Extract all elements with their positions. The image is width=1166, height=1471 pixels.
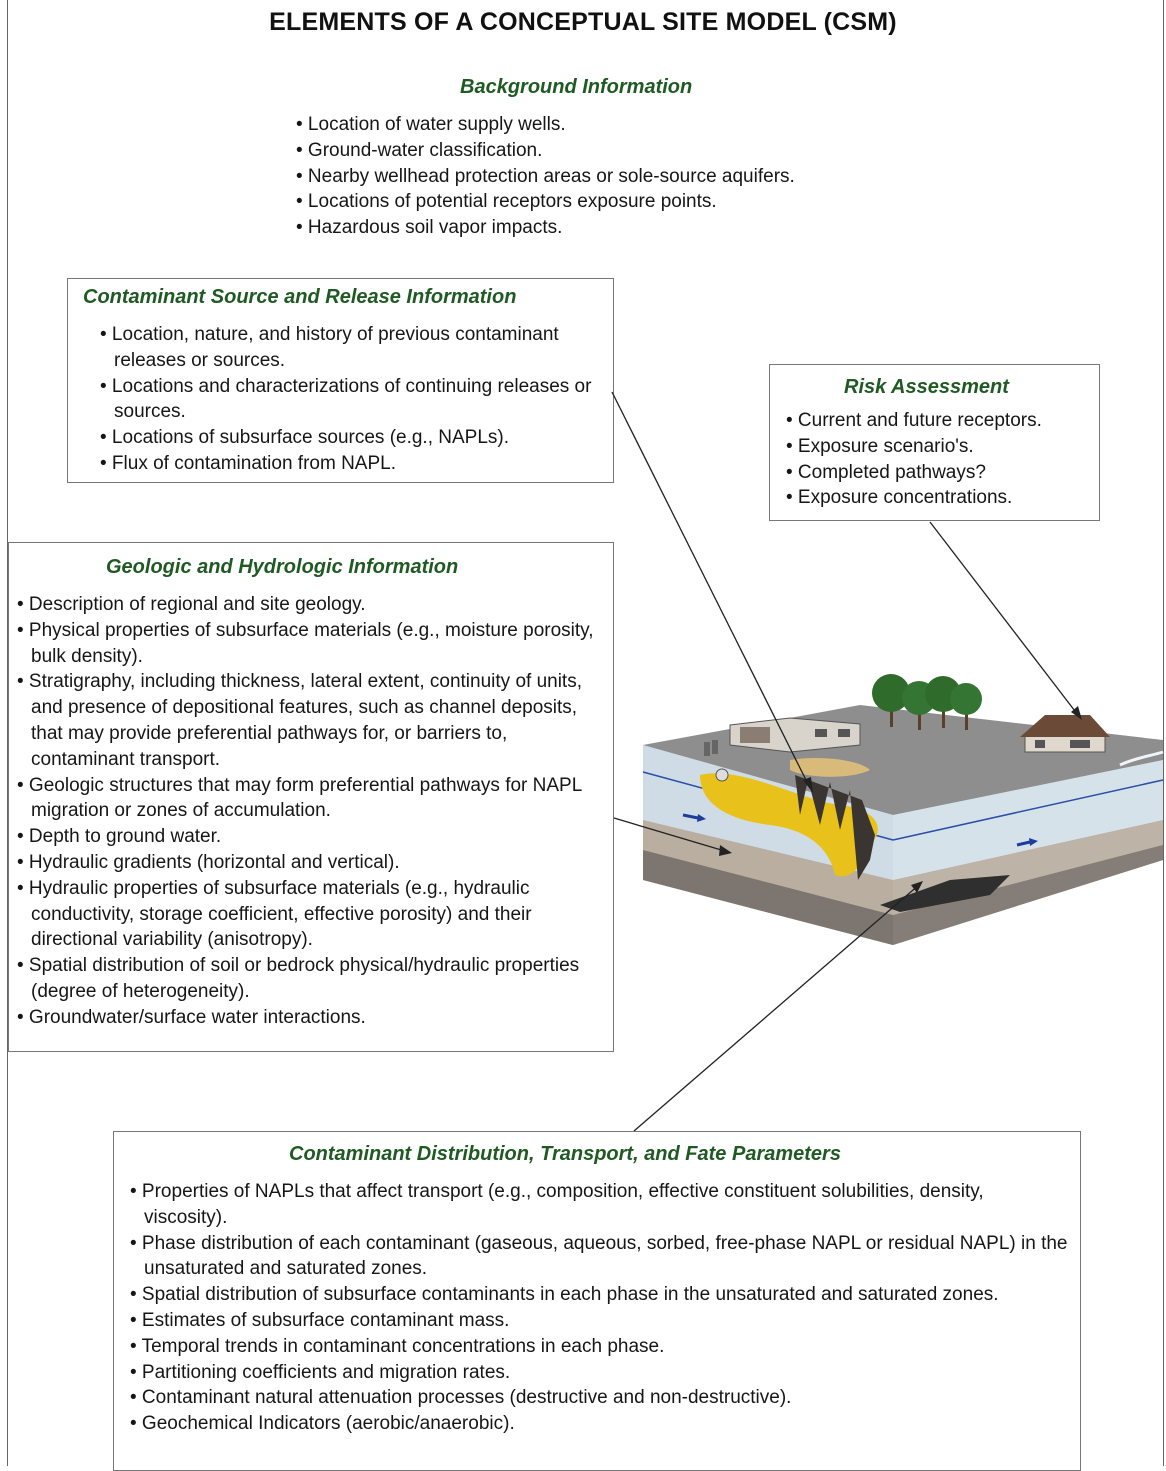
background-info-list: • Location of water supply wells. • Grou… (296, 112, 916, 241)
building-door (740, 727, 770, 743)
list-item: • Physical properties of subsurface mate… (17, 619, 594, 667)
list-item: • Spatial distribution of soil or bedroc… (17, 955, 580, 1002)
list-item: • Current and future receptors. (786, 410, 1042, 431)
background-info-section: Background Information • Location of wat… (296, 72, 916, 242)
list-item: • Groundwater/surface water interactions… (17, 1006, 366, 1028)
house-roof (1020, 715, 1110, 737)
list-item: • Geologic structures that may form pref… (17, 774, 582, 822)
list-item: • Hazardous soil vapor impacts. (296, 217, 563, 239)
list-item: • Temporal trends in contaminant concent… (130, 1335, 665, 1357)
list-item: • Flux of contamination from NAPL. (100, 452, 396, 474)
list-item: • Estimates of subsurface contaminant ma… (130, 1309, 510, 1331)
list-item: • Exposure concentrations. (786, 487, 1013, 509)
napl-plume (700, 773, 878, 877)
house-window (1070, 740, 1090, 748)
page-title: ELEMENTS OF A CONCEPTUAL SITE MODEL (CSM… (269, 8, 897, 36)
tank-icon (712, 740, 718, 754)
list-item: • Properties of NAPLs that affect transp… (130, 1181, 984, 1228)
list-item: • Location, nature, and history of previ… (100, 324, 559, 371)
water-table-line-right (892, 779, 1164, 841)
list-item: • Description of regional and site geolo… (17, 594, 366, 615)
list-item: • Locations of potential receptors expos… (296, 191, 717, 213)
list-item: • Locations of subsurface sources (e.g.,… (100, 427, 510, 449)
site-block-diagram (642, 674, 1164, 945)
list-item: • Nearby wellhead protection areas or so… (296, 165, 795, 187)
drum-icon (715, 768, 729, 782)
list-item: • Depth to ground water. (17, 826, 222, 848)
source-release-list: • Location, nature, and history of previ… (100, 322, 595, 477)
risk-assessment-heading: Risk Assessment (844, 376, 1009, 398)
distribution-fate-heading: Contaminant Distribution, Transport, and… (289, 1143, 841, 1165)
list-item: • Geochemical Indicators (aerobic/anaero… (130, 1413, 515, 1435)
napl-fingers (795, 775, 875, 880)
list-item: • Stratigraphy, including thickness, lat… (17, 671, 582, 770)
list-item: • Contaminant natural attenuation proces… (130, 1387, 792, 1409)
geologic-hydrologic-heading: Geologic and Hydrologic Information (106, 556, 459, 578)
list-item: • Spatial distribution of subsurface con… (130, 1284, 999, 1306)
tank-icon (704, 742, 710, 756)
flow-arrow-head (1029, 838, 1038, 846)
geologic-hydrologic-box: Geologic and Hydrologic Information • De… (8, 542, 614, 1052)
list-item: • Partitioning coefficients and migratio… (130, 1361, 511, 1383)
list-item: • Phase distribution of each contaminant… (130, 1232, 1068, 1280)
list-item: • Location of water supply wells. (296, 114, 566, 135)
list-item: • Locations and characterizations of con… (100, 375, 592, 423)
page-frame (7, 0, 1164, 1466)
list-item: • Ground-water classification. (296, 139, 543, 161)
risk-assessment-list: • Current and future receptors. • Exposu… (786, 408, 1098, 511)
geologic-hydrologic-list: • Description of regional and site geolo… (17, 592, 602, 1031)
source-release-box: Contaminant Source and Release Informati… (67, 278, 614, 483)
distribution-fate-list: • Properties of NAPLs that affect transp… (130, 1179, 1070, 1437)
background-info-heading: Background Information (460, 76, 693, 98)
risk-assessment-box: Risk Assessment • Current and future rec… (769, 364, 1100, 521)
source-release-heading: Contaminant Source and Release Informati… (83, 286, 517, 308)
list-item: • Hydraulic properties of subsurface mat… (17, 877, 532, 951)
building-window (838, 729, 850, 737)
stream-icon (1119, 750, 1164, 767)
building-window (815, 729, 827, 737)
list-item: • Hydraulic gradients (horizontal and ve… (17, 851, 400, 873)
distribution-fate-box: Contaminant Distribution, Transport, and… (113, 1131, 1081, 1471)
list-item: • Completed pathways? (786, 461, 986, 483)
house-window (1035, 740, 1045, 748)
flow-arrow (1016, 840, 1031, 847)
list-item: • Exposure scenario's. (786, 435, 974, 457)
bedrock-layer-right (893, 845, 1163, 945)
